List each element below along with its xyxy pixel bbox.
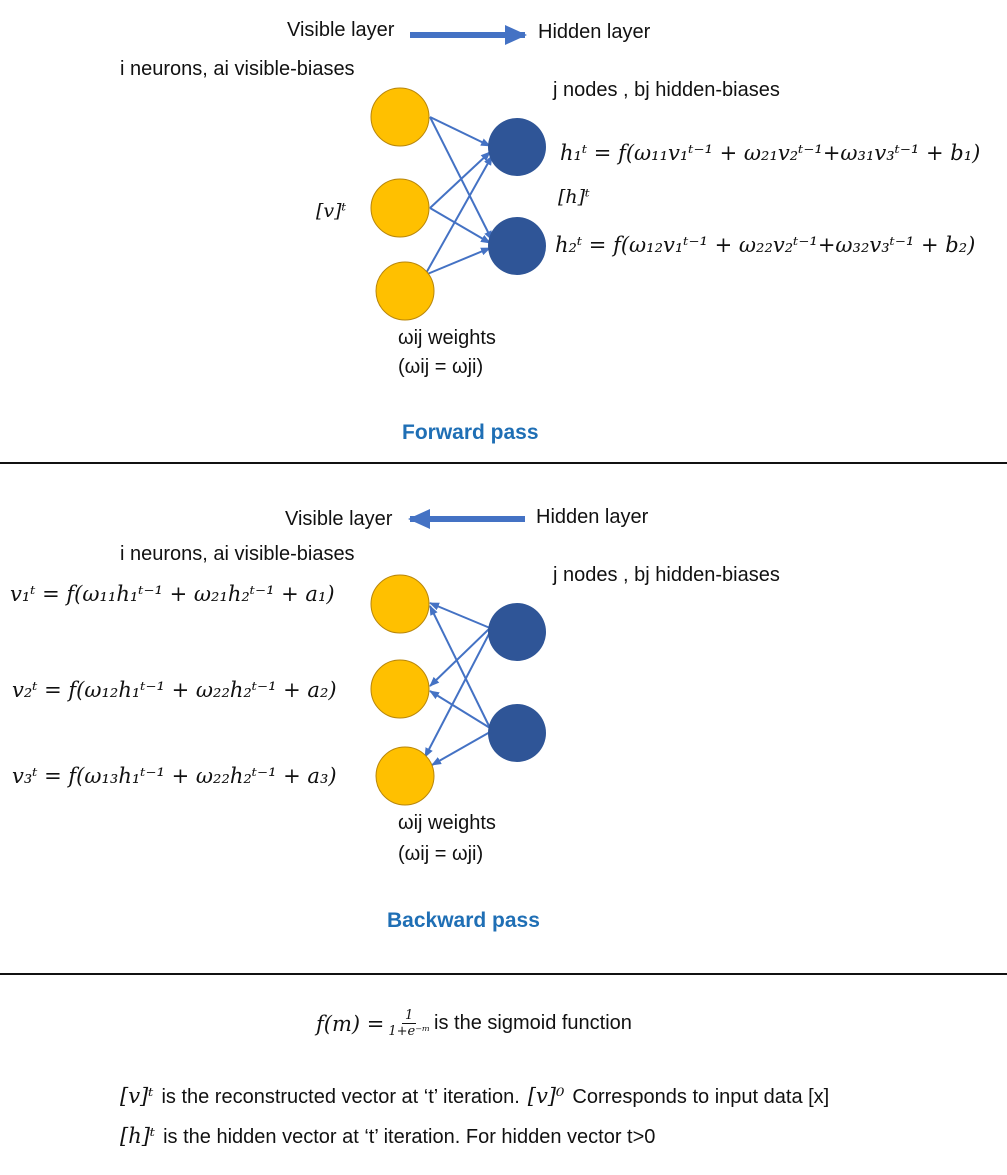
backward-visible-layer-label: Visible layer xyxy=(285,508,393,530)
v0-vector-symbol: [v]⁰ xyxy=(527,1084,565,1108)
forward-visible-layer-label: Visible layer xyxy=(287,19,395,41)
backward-hidden-desc: j nodes , bj hidden-biases xyxy=(553,564,780,586)
v-vector-text: is the reconstructed vector at ‘t’ itera… xyxy=(161,1086,520,1108)
h-vector-note: [h]ᵗ is the hidden vector at ‘t’ iterati… xyxy=(120,1124,655,1149)
hidden-node-2-back xyxy=(488,704,546,762)
forward-edges xyxy=(424,116,493,276)
visible-node-1-back xyxy=(370,574,430,634)
forward-hidden-desc: j nodes , bj hidden-biases xyxy=(553,79,780,101)
backward-hidden-layer-label: Hidden layer xyxy=(536,506,649,528)
backward-weights-label: ωij weights xyxy=(398,812,496,834)
forward-visible-desc: i neurons, ai visible-biases xyxy=(120,58,355,80)
sigmoid-numerator: 1 xyxy=(402,1008,417,1024)
v0-vector-text: Corresponds to input data [x] xyxy=(572,1086,830,1108)
sigmoid-definition: f(m) = 1 1+e⁻ᵐ is the sigmoid function xyxy=(316,1008,632,1039)
h-vector-text: is the hidden vector at ‘t’ iteration. F… xyxy=(163,1126,656,1148)
hidden-node-2 xyxy=(488,217,546,275)
edge-v2-h2 xyxy=(429,207,491,244)
edge-h2-v1 xyxy=(429,605,491,729)
sigmoid-text: is the sigmoid function xyxy=(434,1012,632,1034)
forward-v-vector: [v]ᵗ xyxy=(316,200,347,222)
v-vector-symbol: [v]ᵗ xyxy=(120,1084,154,1108)
h-vector-symbol: [h]ᵗ xyxy=(120,1124,156,1148)
visible-node-3 xyxy=(375,261,435,321)
forward-pass-title: Forward pass xyxy=(402,421,539,444)
section-divider-2 xyxy=(0,973,1007,975)
edge-h1-v2 xyxy=(429,627,491,687)
forward-weights-label: ωij weights xyxy=(398,327,496,349)
edge-h2-v2 xyxy=(429,690,491,729)
edge-h2-v3 xyxy=(431,731,491,766)
backward-edges xyxy=(424,602,491,766)
sigmoid-fraction: 1 1+e⁻ᵐ xyxy=(388,1008,430,1039)
visible-node-3-back xyxy=(375,746,435,806)
backward-visible-desc: i neurons, ai visible-biases xyxy=(120,543,355,565)
edge-v3-h2 xyxy=(424,247,491,276)
sigmoid-denominator: 1+e⁻ᵐ xyxy=(388,1024,431,1039)
backward-v1-equation: v₁ᵗ = f(ω₁₁h₁ᵗ⁻¹ + ω₂₁h₂ᵗ⁻¹ + a₁) xyxy=(10,582,335,606)
backward-pass-title: Backward pass xyxy=(387,909,540,932)
forward-h2-equation: h₂ᵗ = f(ω₁₂v₁ᵗ⁻¹ + ω₂₂v₂ᵗ⁻¹+ω₃₂v₃ᵗ⁻¹ + b… xyxy=(555,233,976,257)
edge-v3-h1 xyxy=(424,155,493,276)
visible-node-2 xyxy=(370,178,430,238)
hidden-node-1 xyxy=(488,118,546,176)
backward-symmetry-label: (ωij = ωji) xyxy=(398,843,484,865)
hidden-node-1-back xyxy=(488,603,546,661)
forward-hidden-layer-label: Hidden layer xyxy=(538,21,651,43)
edge-h1-v1 xyxy=(429,602,491,629)
forward-symmetry-label: (ωij = ωji) xyxy=(398,356,484,378)
v-vector-note: [v]ᵗ is the reconstructed vector at ‘t’ … xyxy=(120,1084,829,1109)
edge-v1-h1 xyxy=(429,116,491,147)
edge-v2-h1 xyxy=(429,151,491,209)
visible-node-2-back xyxy=(370,659,430,719)
forward-h1-equation: h₁ᵗ = f(ω₁₁v₁ᵗ⁻¹ + ω₂₁v₂ᵗ⁻¹+ω₃₁v₃ᵗ⁻¹ + b… xyxy=(560,141,981,165)
forward-h-vector: [h]ᵗ xyxy=(558,186,590,208)
backward-v3-equation: v₃ᵗ = f(ω₁₃h₁ᵗ⁻¹ + ω₂₂h₂ᵗ⁻¹ + a₃) xyxy=(12,764,337,788)
backward-v2-equation: v₂ᵗ = f(ω₁₂h₁ᵗ⁻¹ + ω₂₂h₂ᵗ⁻¹ + a₂) xyxy=(12,678,337,702)
visible-node-1 xyxy=(370,87,430,147)
sigmoid-lhs: f(m) = xyxy=(316,1011,385,1036)
section-divider-1 xyxy=(0,462,1007,464)
edge-h1-v3 xyxy=(424,631,491,758)
